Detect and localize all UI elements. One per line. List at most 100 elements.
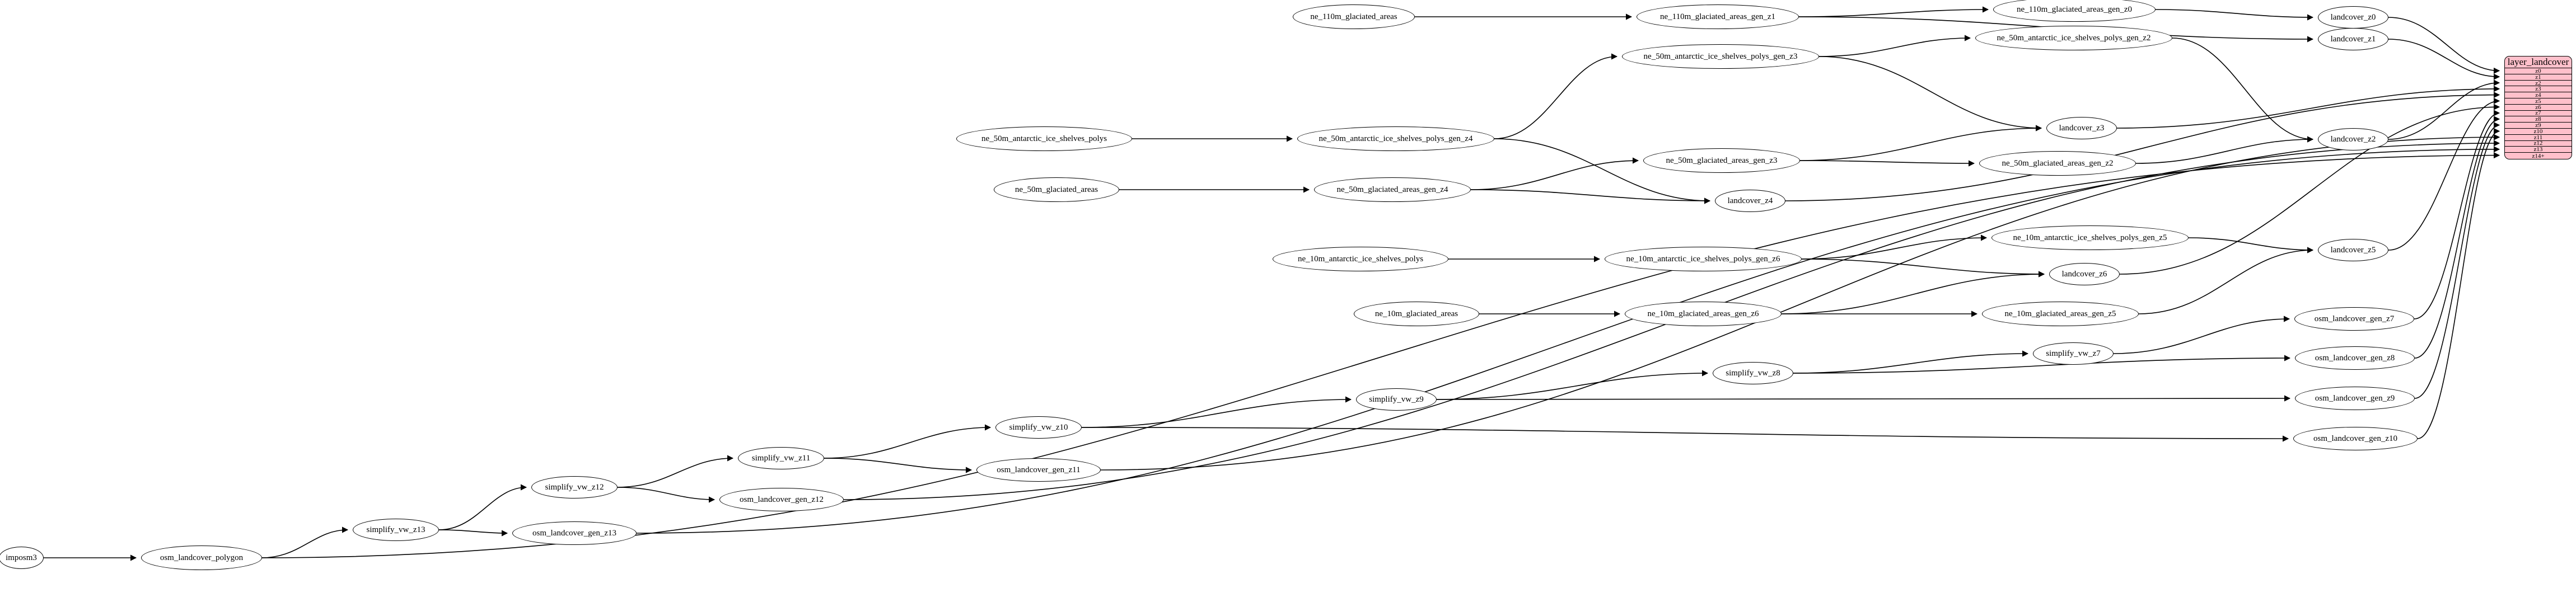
graph-edge-simplify_vw_z13-to-osm_landcover_gen_z13 (438, 529, 508, 537)
graph-node-landcover_z5[interactable]: landcover_z5 (2318, 239, 2388, 261)
graph-node-label: osm_landcover_gen_z13 (532, 528, 616, 538)
layer-table-row-z12[interactable]: z12 (2505, 140, 2572, 147)
graph-node-label: ne_10m_glaciated_areas (1375, 309, 1458, 318)
graph-node-ne_50m_antarctic_ice_shelves_polys_gen_z2[interactable]: ne_50m_antarctic_ice_shelves_polys_gen_z… (1975, 26, 2172, 50)
graph-node-landcover_z0[interactable]: landcover_z0 (2318, 6, 2388, 29)
graph-node-label: osm_landcover_gen_z9 (2315, 393, 2395, 403)
graph-node-ne_50m_glaciated_areas[interactable]: ne_50m_glaciated_areas (994, 177, 1119, 202)
graph-edge-landcover_z5-to-layer_landcover.z5 (2388, 97, 2500, 251)
layer-table-row-z0[interactable]: z0 (2505, 68, 2572, 74)
graph-edge-ne_50m_antarctic_ice_shelves_polys_gen_z4-to-landcover_z4 (1494, 138, 1711, 204)
graph-node-simplify_vw_z8[interactable]: simplify_vw_z8 (1713, 362, 1793, 384)
graph-edge-simplify_vw_z7-to-osm_landcover_gen_z7 (2113, 316, 2290, 354)
graph-edge-osm_landcover_polygon-to-layer_landcover.z14+ (261, 152, 2500, 558)
graph-edge-ne_50m_antarctic_ice_shelves_polys_gen_z2-to-landcover_z2 (2172, 37, 2314, 143)
graph-edge-ne_110m_glaciated_areas_gen_z0-to-landcover_z0 (2155, 9, 2314, 21)
graph-node-label: ne_50m_glaciated_areas_gen_z3 (1666, 156, 1778, 165)
graph-node-label: ne_50m_antarctic_ice_shelves_polys_gen_z… (1643, 51, 1798, 61)
graph-node-osm_landcover_gen_z11[interactable]: osm_landcover_gen_z11 (976, 458, 1101, 482)
graph-node-simplify_vw_z11[interactable]: simplify_vw_z11 (738, 447, 824, 469)
layer-table-row-z8[interactable]: z8 (2505, 116, 2572, 123)
graph-node-label: simplify_vw_z8 (1726, 368, 1780, 378)
graph-node-simplify_vw_z7[interactable]: simplify_vw_z7 (2033, 342, 2114, 365)
layer-table-row-z13[interactable]: z13 (2505, 146, 2572, 153)
graph-node-ne_10m_glaciated_areas[interactable]: ne_10m_glaciated_areas (1354, 302, 1479, 326)
graph-node-ne_50m_glaciated_areas_gen_z2[interactable]: ne_50m_glaciated_areas_gen_z2 (1979, 151, 2136, 176)
layer-table-row-z10[interactable]: z10 (2505, 128, 2572, 135)
graph-node-landcover_z1[interactable]: landcover_z1 (2318, 28, 2388, 50)
graph-edge-simplify_vw_z11-to-simplify_vw_z10 (824, 424, 992, 459)
graph-edge-landcover_z4-to-layer_landcover.z4 (1785, 92, 2500, 201)
graph-node-ne_50m_antarctic_ice_shelves_polys_gen_z4[interactable]: ne_50m_antarctic_ice_shelves_polys_gen_z… (1297, 126, 1494, 151)
graph-edge-landcover_z2-to-layer_landcover.z2 (2388, 79, 2500, 140)
graph-node-landcover_z6[interactable]: landcover_z6 (2049, 263, 2120, 285)
graph-node-label: landcover_z5 (2330, 245, 2376, 255)
layer-table-row-z3[interactable]: z3 (2505, 86, 2572, 92)
graph-node-ne_50m_antarctic_ice_shelves_polys[interactable]: ne_50m_antarctic_ice_shelves_polys (956, 126, 1132, 151)
graph-node-label: ne_50m_antarctic_ice_shelves_polys (981, 134, 1107, 143)
layer-table-row-z2[interactable]: z2 (2505, 80, 2572, 87)
graph-node-label: ne_10m_glaciated_areas_gen_z6 (1647, 309, 1759, 318)
graph-node-osm_landcover_gen_z9[interactable]: osm_landcover_gen_z9 (2295, 387, 2415, 410)
graph-node-ne_50m_glaciated_areas_gen_z3[interactable]: ne_50m_glaciated_areas_gen_z3 (1643, 148, 1800, 173)
layer-table-row-z7[interactable]: z7 (2505, 110, 2572, 116)
graph-edge-osm_landcover_gen_z8-to-layer_landcover.z8 (2414, 116, 2500, 359)
graph-node-osm_landcover_gen_z10[interactable]: osm_landcover_gen_z10 (2293, 427, 2418, 450)
layer-table-row-z6[interactable]: z6 (2505, 104, 2572, 111)
graph-node-osm_landcover_gen_z7[interactable]: osm_landcover_gen_z7 (2294, 307, 2414, 331)
graph-node-osm_landcover_gen_z13[interactable]: osm_landcover_gen_z13 (512, 521, 637, 545)
layer-table-row-z5[interactable]: z5 (2505, 98, 2572, 105)
graph-node-landcover_z3[interactable]: landcover_z3 (2046, 117, 2117, 139)
graph-node-ne_10m_glaciated_areas_gen_z6[interactable]: ne_10m_glaciated_areas_gen_z6 (1625, 302, 1782, 326)
graph-edge-osm_landcover_gen_z11-to-layer_landcover.z11 (1100, 134, 2500, 471)
graph-node-label: landcover_z6 (2061, 269, 2107, 279)
graph-node-osm_landcover_gen_z12[interactable]: osm_landcover_gen_z12 (719, 488, 844, 511)
graph-node-simplify_vw_z13[interactable]: simplify_vw_z13 (353, 519, 439, 541)
graph-node-ne_10m_glaciated_areas_gen_z5[interactable]: ne_10m_glaciated_areas_gen_z5 (1982, 302, 2139, 326)
graph-node-simplify_vw_z9[interactable]: simplify_vw_z9 (1356, 388, 1437, 411)
layer-table-row-z1[interactable]: z1 (2505, 74, 2572, 81)
layer-table-row-z9[interactable]: z9 (2505, 122, 2572, 129)
graph-node-imposm3[interactable]: imposm3 (0, 547, 44, 569)
graph-node-label: landcover_z0 (2330, 12, 2376, 22)
graph-node-label: landcover_z4 (1727, 196, 1773, 205)
graph-node-label: ne_50m_glaciated_areas_gen_z4 (1336, 185, 1448, 194)
graph-node-ne_110m_glaciated_areas_gen_z0[interactable]: ne_110m_glaciated_areas_gen_z0 (1993, 0, 2156, 22)
graph-edge-ne_10m_glaciated_areas_gen_z5-to-landcover_z5 (2138, 247, 2314, 314)
graph-node-label: osm_landcover_polygon (160, 553, 244, 562)
graph-node-osm_landcover_polygon[interactable]: osm_landcover_polygon (141, 545, 262, 570)
graph-node-osm_landcover_gen_z8[interactable]: osm_landcover_gen_z8 (2295, 346, 2415, 370)
graph-node-simplify_vw_z10[interactable]: simplify_vw_z10 (995, 416, 1082, 439)
graph-node-ne_10m_antarctic_ice_shelves_polys_gen_z6[interactable]: ne_10m_antarctic_ice_shelves_polys_gen_z… (1605, 247, 1802, 271)
graph-node-simplify_vw_z12[interactable]: simplify_vw_z12 (531, 476, 618, 498)
graph-node-ne_10m_antarctic_ice_shelves_polys_gen_z5[interactable]: ne_10m_antarctic_ice_shelves_polys_gen_z… (1991, 225, 2189, 250)
graph-node-label: osm_landcover_gen_z12 (740, 495, 824, 504)
graph-node-landcover_z4[interactable]: landcover_z4 (1715, 190, 1785, 212)
graph-edge-ne_110m_glaciated_areas_gen_z1-to-ne_110m_glaciated_areas_gen_z0 (1798, 6, 1989, 17)
graph-edge-landcover_z0-to-layer_landcover.z0 (2388, 17, 2500, 74)
graph-edge-ne_50m_antarctic_ice_shelves_polys_gen_z3-to-ne_50m_antarctic_ice_shelves_polys_gen_z2 (1818, 35, 1971, 57)
layer-table-row-z4[interactable]: z4 (2505, 92, 2572, 98)
layer-table-row-z11[interactable]: z11 (2505, 134, 2572, 141)
graph-edge-osm_landcover_gen_z7-to-layer_landcover.z7 (2414, 110, 2500, 319)
graph-node-ne_10m_antarctic_ice_shelves_polys[interactable]: ne_10m_antarctic_ice_shelves_polys (1273, 247, 1448, 271)
graph-node-label: simplify_vw_z11 (751, 453, 811, 463)
graph-node-ne_50m_antarctic_ice_shelves_polys_gen_z3[interactable]: ne_50m_antarctic_ice_shelves_polys_gen_z… (1622, 44, 1819, 69)
graph-edge-ne_10m_antarctic_ice_shelves_polys_gen_z6-to-ne_10m_antarctic_ice_shelves_polys_gen_z5 (1801, 234, 1988, 260)
graph-node-ne_110m_glaciated_areas[interactable]: ne_110m_glaciated_areas (1293, 4, 1415, 29)
graph-edge-ne_50m_glaciated_areas_gen_z4-to-ne_50m_glaciated_areas_gen_z3 (1470, 157, 1639, 190)
graph-node-ne_110m_glaciated_areas_gen_z1[interactable]: ne_110m_glaciated_areas_gen_z1 (1637, 4, 1799, 29)
graph-node-label: ne_50m_antarctic_ice_shelves_polys_gen_z… (1997, 33, 2151, 43)
graph-node-label: osm_landcover_gen_z10 (2313, 434, 2397, 443)
graph-edge-osm_landcover_gen_z13-to-layer_landcover.z13 (636, 146, 2500, 534)
graph-edge-osm_landcover_gen_z10-to-layer_landcover.z10 (2417, 128, 2500, 439)
graph-edge-simplify_vw_z12-to-osm_landcover_gen_z12 (617, 487, 716, 503)
graph-node-landcover_z2[interactable]: landcover_z2 (2318, 128, 2388, 150)
graph-node-label: ne_10m_antarctic_ice_shelves_polys_gen_z… (2013, 233, 2167, 242)
graph-node-label: osm_landcover_gen_z8 (2315, 353, 2395, 363)
graph-edge-simplify_vw_z12-to-simplify_vw_z11 (617, 455, 734, 488)
layer-table-row-z14+[interactable]: z14+ (2532, 152, 2545, 159)
graph-node-ne_50m_glaciated_areas_gen_z4[interactable]: ne_50m_glaciated_areas_gen_z4 (1314, 177, 1471, 202)
